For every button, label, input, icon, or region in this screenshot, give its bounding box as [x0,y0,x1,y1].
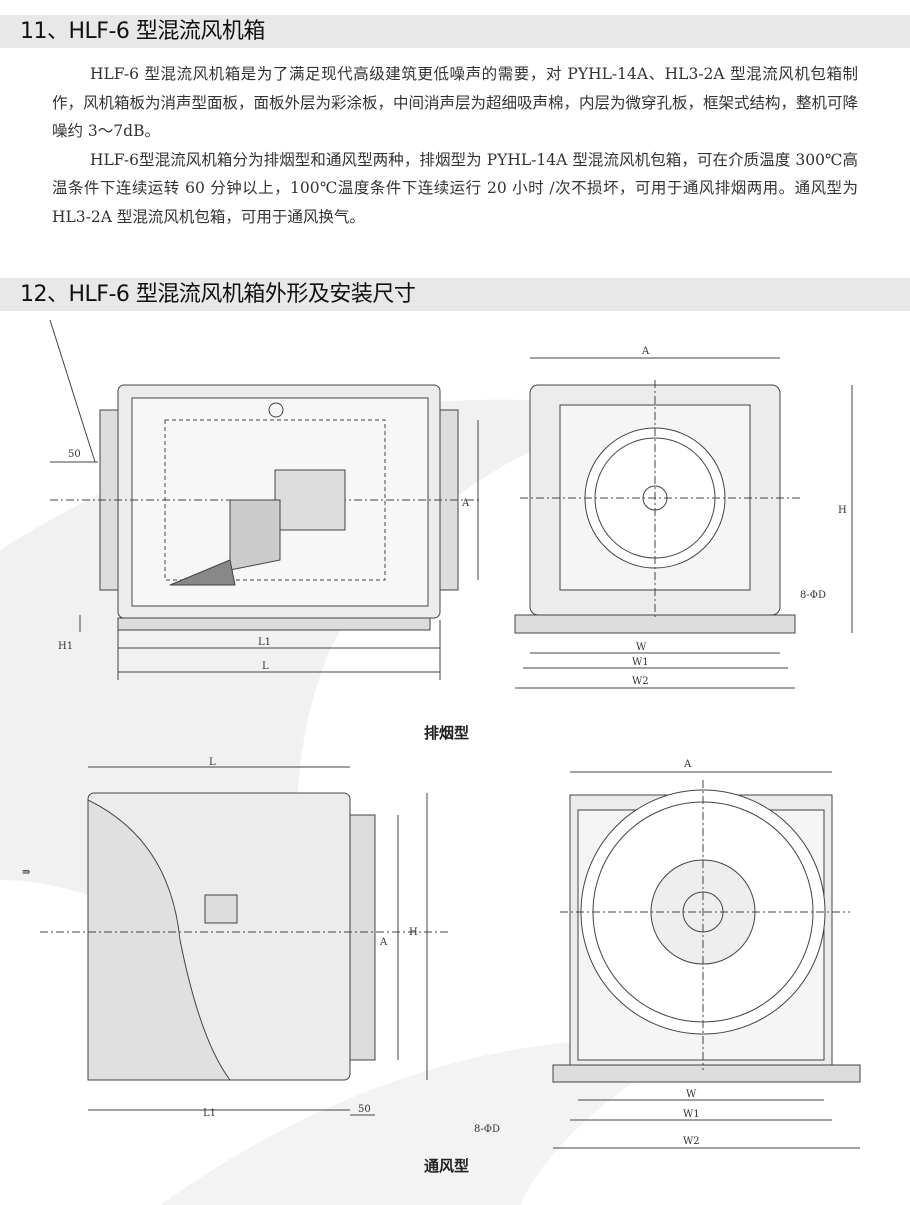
dim-A: A [461,498,470,509]
section-11-header [0,15,910,48]
dim-H1: H1 [58,641,73,652]
dim-W1: W1 [683,1109,700,1120]
smoke-front-view: A H 8-ΦD W W1 W2 [514,346,853,689]
dim-W1: W1 [632,657,649,668]
caption-vent: 通风型 [424,1157,470,1175]
dim-L: L [209,757,216,768]
section-11-title: 11、HLF-6 型混流风机箱 [20,19,265,44]
dim-W2: W2 [683,1136,700,1147]
vent-front-view: A W W1 W2 8-ΦD [474,759,861,1149]
dim-50: 50 [68,449,81,460]
vent-side-view: ⇛ L A H L1 50 [22,757,450,1119]
dim-L1: L1 [203,1108,216,1119]
dim-A: A [379,937,388,948]
airflow-arrow-icon: ⇛ [22,867,31,878]
dim-L1: L1 [258,637,271,648]
section-12-title: 12、HLF-6 型混流风机箱外形及安装尺寸 [20,282,416,307]
dim-50: 50 [358,1104,371,1115]
dim-W2: W2 [632,676,649,687]
smoke-side-view: 50 A H1 L1 L [49,320,480,680]
dim-A: A [683,759,692,770]
dim-H: H [409,927,418,938]
dim-holes: 8-ΦD [800,590,826,601]
drawings: 50 A H1 L1 L A H 8-ΦD W W1 W2 ⇛ L A H L1… [22,320,861,1149]
dim-A: A [641,346,650,357]
dim-holes: 8-ΦD [474,1124,500,1135]
section-12-header [0,278,910,311]
caption-smoke: 排烟型 [424,724,470,742]
section-11-body: HLF-6 型混流风机箱是为了满足现代高级建筑更低噪声的需要，对 PYHL-14… [52,60,858,231]
dim-L: L [262,661,269,672]
paragraph: HLF-6 型混流风机箱是为了满足现代高级建筑更低噪声的需要，对 PYHL-14… [52,65,859,140]
dim-H: H [838,505,847,516]
dim-W: W [636,642,647,653]
dim-W: W [686,1089,697,1100]
paragraph: HLF-6型混流风机箱分为排烟型和通风型两种，排烟型为 PYHL-14A 型混流… [52,150,858,226]
